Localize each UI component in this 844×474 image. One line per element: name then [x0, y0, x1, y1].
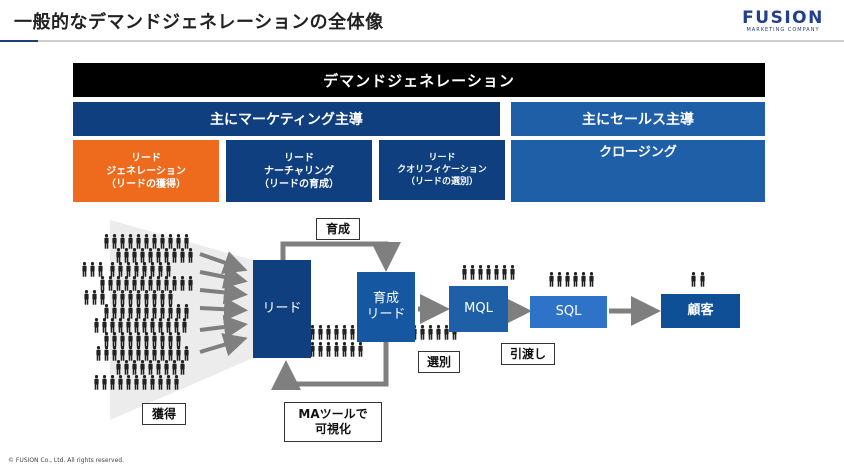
lead-nurturing-box: リード ナーチャリング （リードの育成）: [226, 140, 372, 202]
customer-people-icons: [691, 272, 705, 287]
closing-box: クロージング: [511, 140, 765, 202]
inflow-arrow: [199, 280, 248, 305]
nurtured-lead-stage: 育成 リード: [357, 272, 415, 342]
fusion-logo: FUSION MARKETING COMPANY: [738, 8, 828, 33]
inflow-arrow: [199, 315, 248, 339]
stage-arrows: [418, 294, 661, 326]
sql-people-icons: [549, 272, 594, 287]
logo-main-text: FUSION: [742, 8, 824, 28]
select-label: 選別: [418, 351, 460, 373]
acquire-label: 獲得: [142, 403, 186, 425]
mql-stage: MQL: [449, 286, 508, 332]
marketing-led-bar: 主にマーケティング主導: [73, 102, 500, 136]
demand-generation-bar: デマンドジェネレーション: [73, 63, 765, 97]
lead-generation-box: リード ジェネレーション （リードの獲得）: [73, 140, 219, 202]
nurture-loop-bottom: [271, 342, 389, 390]
copyright-footer: © FUSION Co., Ltd. All rights reserved.: [8, 457, 124, 464]
inflow-arrow: [199, 333, 248, 357]
mql-people-icons: [462, 265, 515, 280]
handover-label: 引渡し: [501, 343, 555, 365]
sql-stage: SQL: [530, 296, 607, 328]
sales-led-bar: 主にセールス主導: [511, 102, 765, 136]
nurture-loop-top: [280, 241, 401, 272]
inflow-arrows: [199, 251, 248, 357]
page-title: 一般的なデマンドジェネレーションの全体像: [14, 12, 384, 33]
lead-qualification-box: リード クオリフィケーション （リードの選別）: [379, 140, 505, 200]
inflow-arrow: [199, 265, 248, 289]
customer-stage: 顧客: [661, 294, 740, 328]
ma-tool-label: MAツールで 可視化: [284, 402, 382, 442]
header-divider: [0, 40, 844, 42]
inflow-arrow: [199, 297, 248, 322]
nurture-label: 育成: [316, 218, 360, 240]
lead-stage: リード: [253, 260, 311, 358]
header-divider-accent: [0, 40, 38, 42]
logo-sub-text: MARKETING COMPANY: [746, 27, 820, 33]
